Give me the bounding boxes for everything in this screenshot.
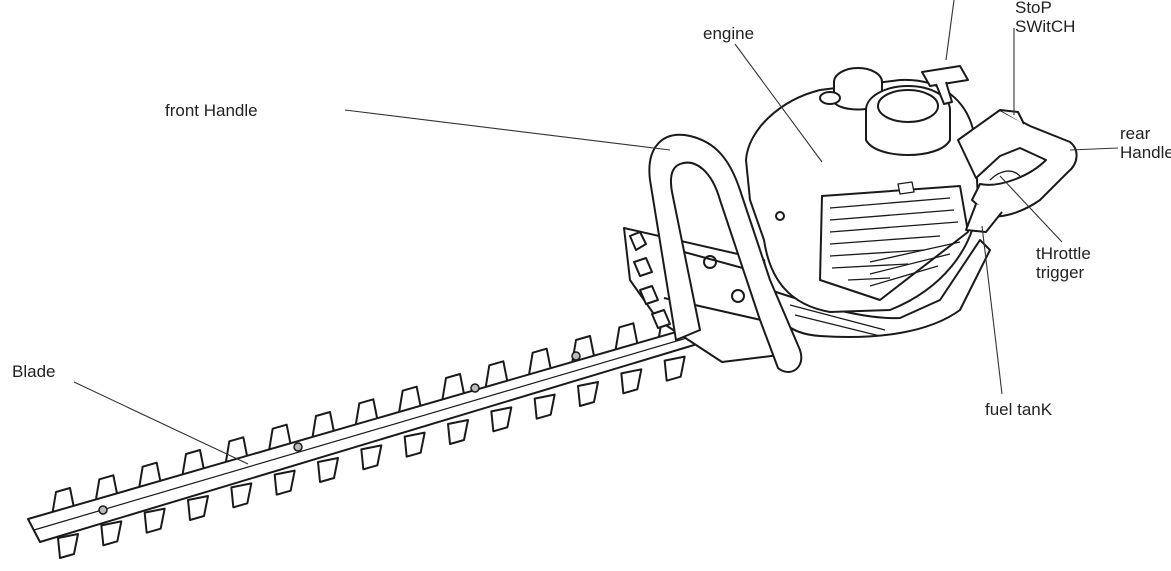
label-stop-switch-line2: SWitCH: [1015, 17, 1076, 36]
blade-tooth-lower: [230, 482, 253, 509]
blade: [27, 309, 705, 559]
blade-tooth-lower: [360, 444, 383, 471]
leader-lines: [73, 0, 1119, 465]
leader-rear-handle: [1069, 147, 1119, 151]
label-fuel-tank: fuel tanK: [985, 400, 1053, 419]
engine-body: [745, 65, 991, 338]
blade-tooth-lower: [533, 393, 556, 420]
blade-tooth-lower: [447, 419, 469, 445]
leader-throttle-trigger: [999, 175, 1063, 243]
blade-centerline: [33, 334, 698, 531]
blade-lower-teeth: [57, 355, 686, 559]
leader-starter: [945, 0, 955, 61]
label-stop-switch: StoP SWitCH: [1015, 0, 1075, 36]
label-throttle-trigger-line1: tHrottle: [1036, 244, 1091, 263]
label-rear-handle: rear Handle: [1120, 124, 1171, 162]
blade-tooth-lower: [273, 469, 296, 496]
blade-tooth-lower: [577, 381, 599, 407]
label-stop-switch-line1: StoP: [1015, 0, 1052, 17]
blade-tooth-lower: [403, 431, 426, 458]
blade-tooth-lower: [490, 406, 513, 433]
leader-engine: [734, 43, 823, 163]
blade-tooth-lower: [620, 368, 643, 395]
blade-tooth-lower: [143, 507, 166, 534]
label-front-handle: front Handle: [165, 101, 258, 120]
blade-bar: [27, 327, 705, 543]
blade-tooth-lower: [187, 495, 209, 521]
label-throttle-trigger-line2: trigger: [1036, 263, 1085, 282]
label-rear-handle-line2: Handle: [1120, 143, 1171, 162]
blade-tooth-lower: [663, 355, 686, 382]
label-engine: engine: [703, 24, 755, 43]
label-rear-handle-line1: rear: [1120, 124, 1151, 143]
leader-fuel-tank: [981, 225, 1003, 395]
blade-tooth-lower: [317, 457, 339, 483]
front-handle-loop: [648, 133, 803, 373]
leader-front-handle: [344, 109, 671, 151]
blade-tooth-lower: [100, 520, 123, 547]
rear-handle: [957, 109, 1078, 233]
blade-tooth-lower: [57, 533, 79, 559]
leader-blade: [73, 381, 249, 465]
label-throttle-trigger: tHrottle trigger: [1036, 244, 1091, 282]
label-blade: Blade: [12, 362, 56, 381]
blade-rivets: [98, 351, 581, 515]
